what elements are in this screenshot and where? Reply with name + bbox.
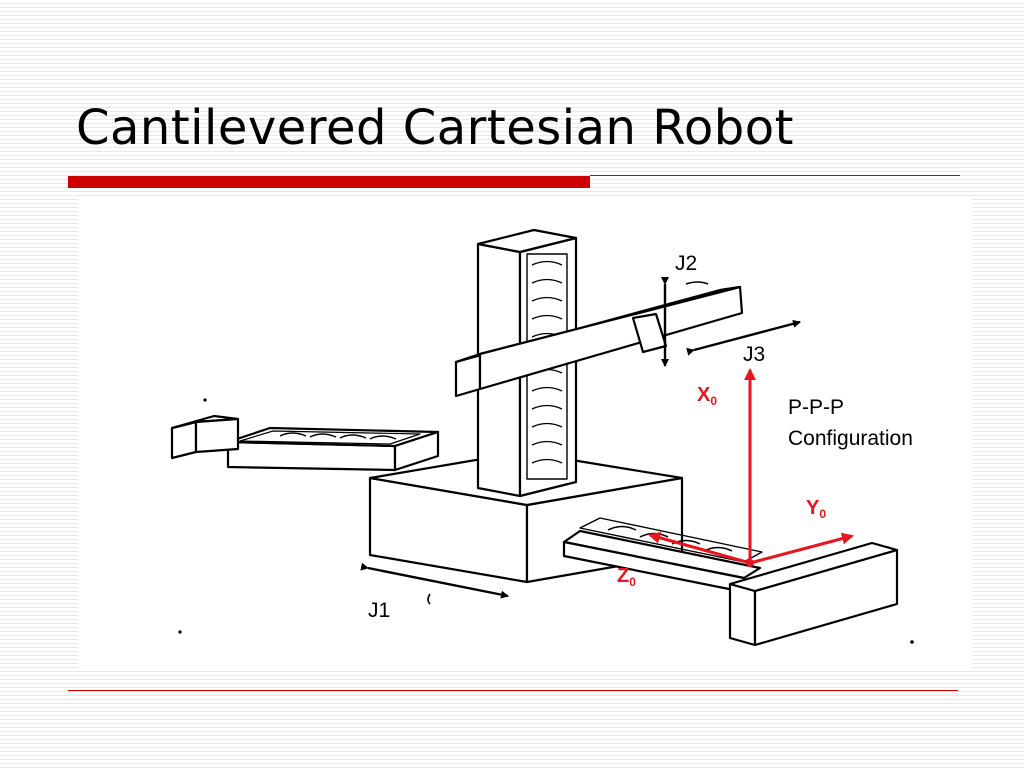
footer-divider bbox=[68, 690, 958, 691]
z0-axis bbox=[648, 531, 751, 565]
x0-axis-label: X0 bbox=[697, 384, 717, 408]
z0-axis-label: Z0 bbox=[617, 565, 636, 589]
y0-axis-label: Y0 bbox=[806, 497, 826, 521]
configuration-type: P-P-P bbox=[788, 396, 845, 419]
configuration-label: P-P-P Configuration bbox=[788, 392, 913, 454]
robot-drawing bbox=[170, 228, 914, 647]
j1-label: J1 bbox=[368, 599, 391, 622]
robot-figure bbox=[78, 196, 972, 670]
j1-motion-arrow bbox=[360, 562, 509, 599]
z0-axis-letter: Z bbox=[617, 565, 630, 587]
left-rail bbox=[170, 414, 440, 472]
j2-label: J2 bbox=[675, 252, 698, 275]
y0-axis-letter: Y bbox=[806, 497, 820, 519]
right-rail bbox=[562, 517, 899, 647]
horizontal-arm bbox=[454, 285, 744, 398]
x0-axis-subscript: 0 bbox=[710, 394, 718, 408]
y0-axis bbox=[749, 532, 854, 565]
axis-origin bbox=[746, 559, 754, 567]
configuration-word: Configuration bbox=[788, 427, 913, 450]
j3-label: J3 bbox=[743, 343, 766, 366]
j3-motion-arrow bbox=[686, 319, 801, 356]
y0-axis-subscript: 0 bbox=[819, 507, 827, 521]
z0-axis-subscript: 0 bbox=[629, 575, 636, 589]
title-underline-bar bbox=[68, 176, 590, 188]
slide-title: Cantilevered Cartesian Robot bbox=[76, 100, 794, 156]
x0-axis-letter: X bbox=[697, 384, 711, 406]
title-underline-line bbox=[590, 175, 960, 176]
